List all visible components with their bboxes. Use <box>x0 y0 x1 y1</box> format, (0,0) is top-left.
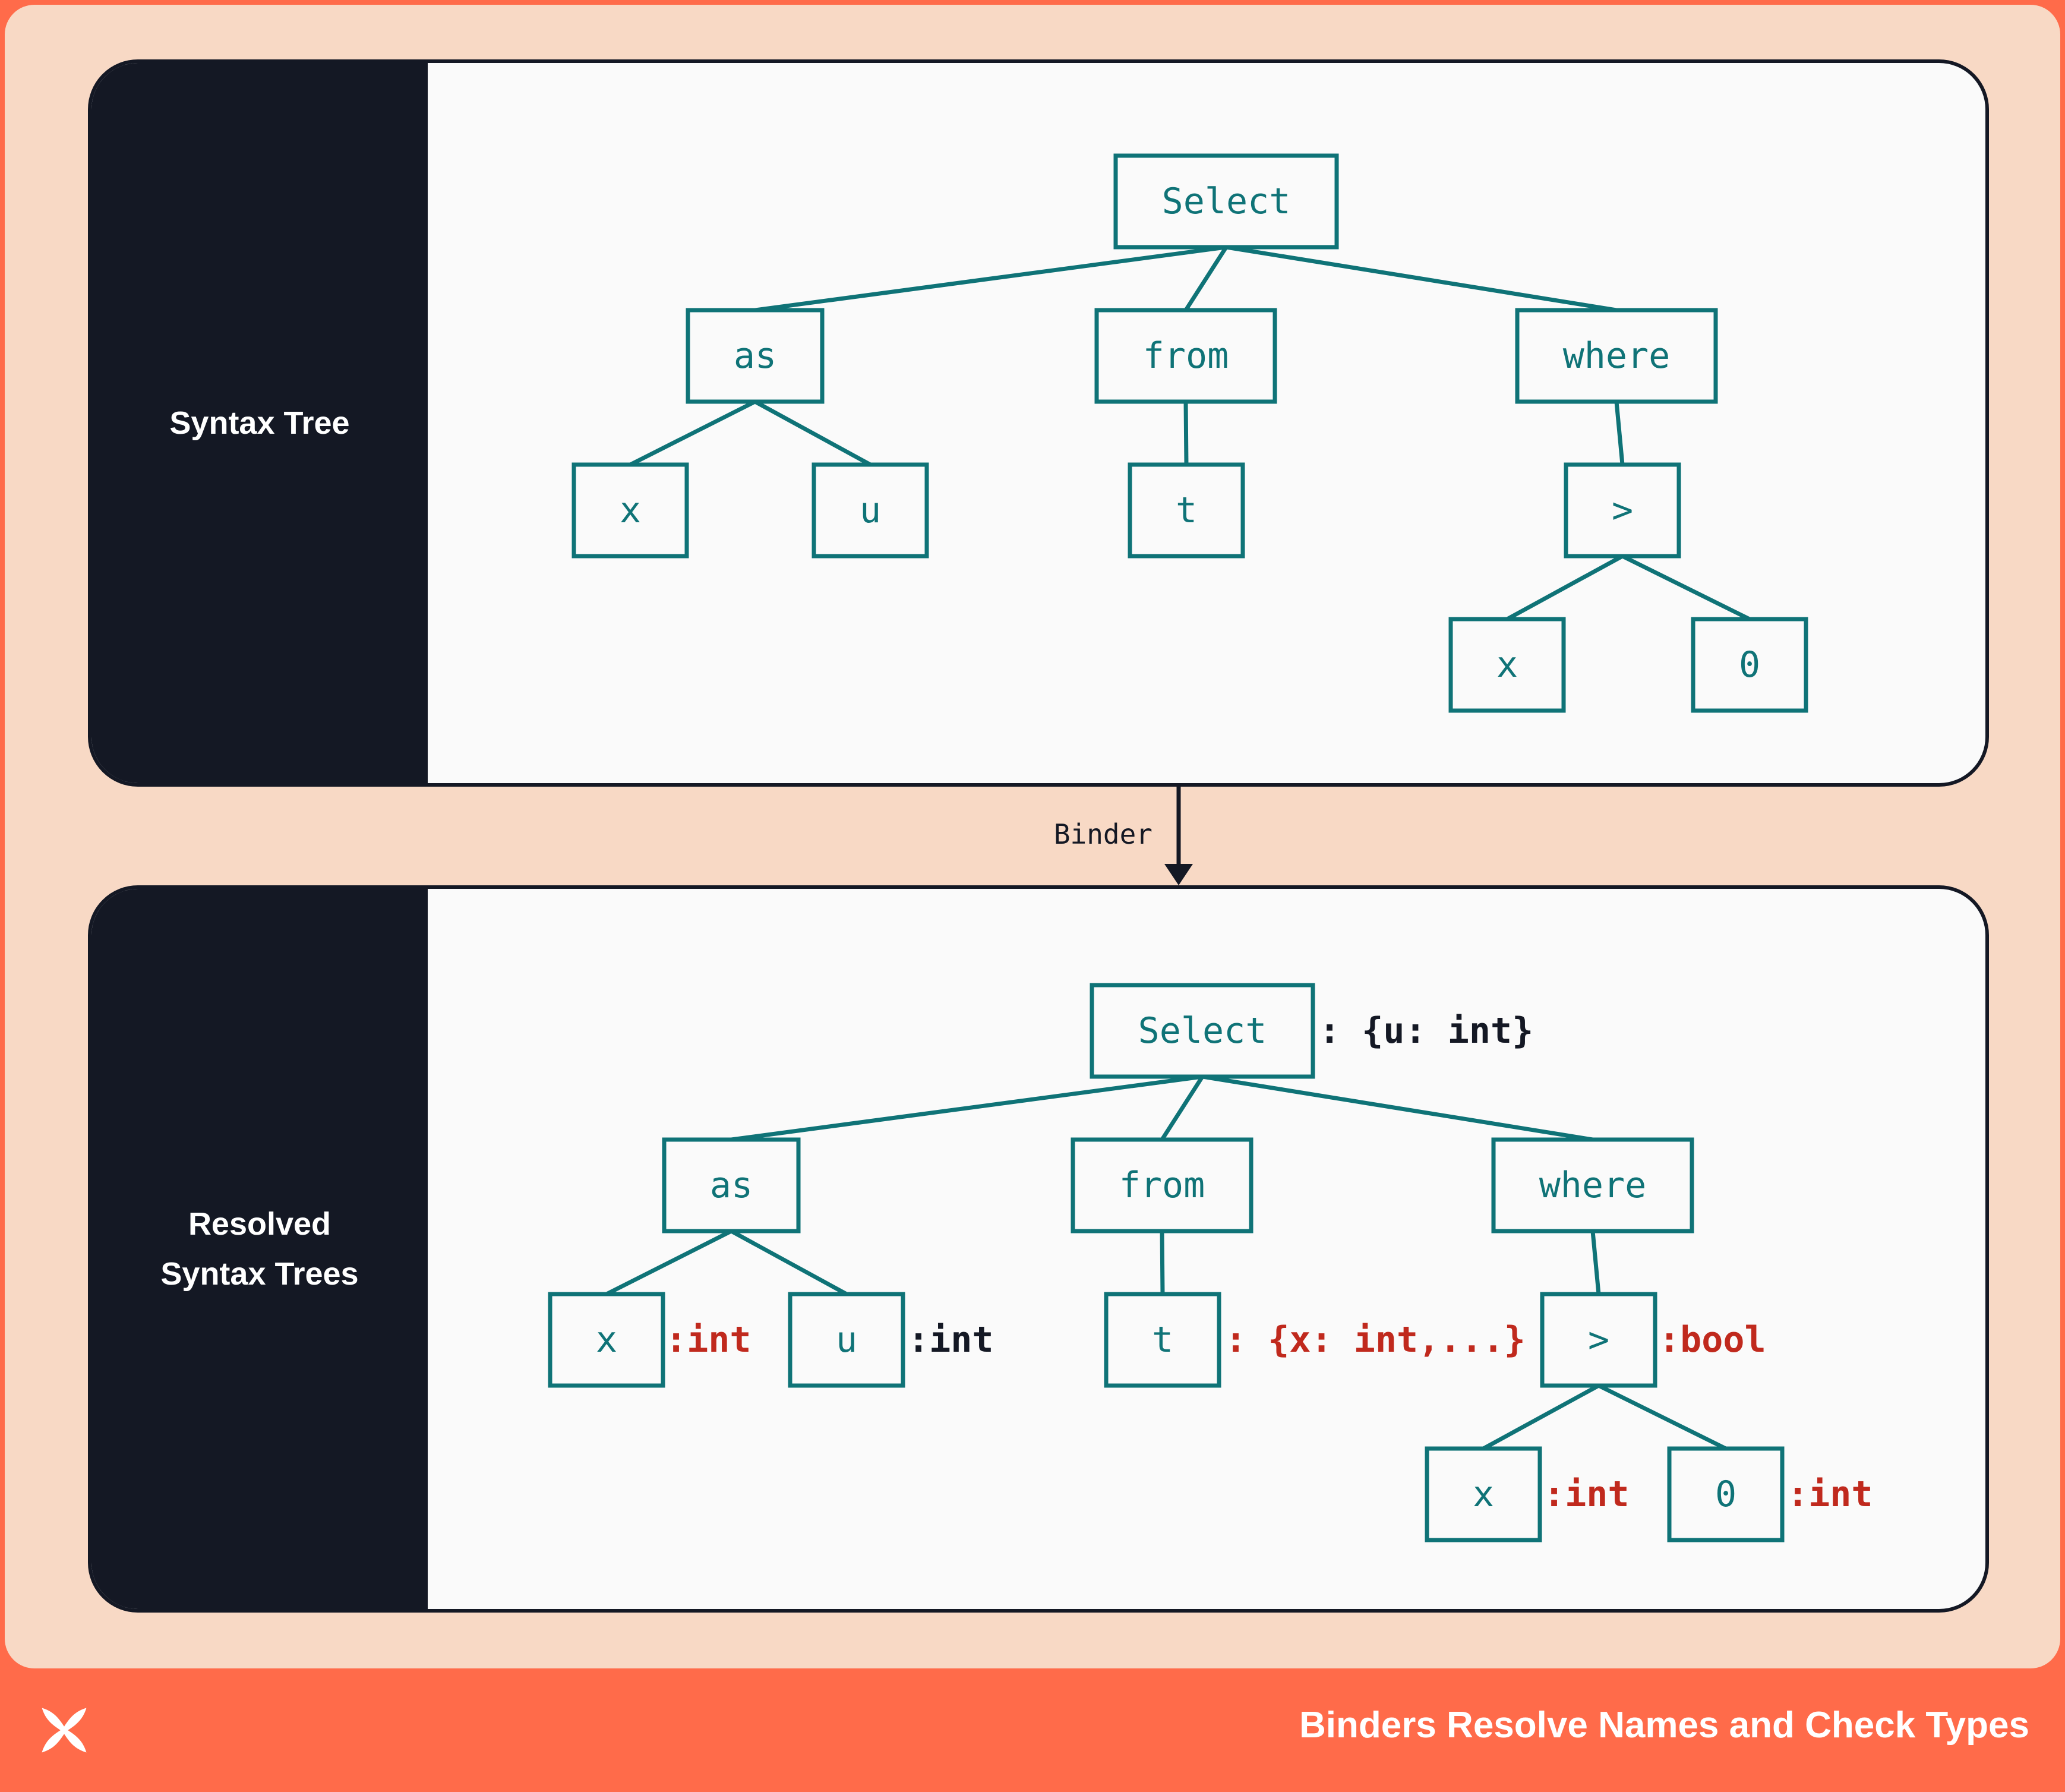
resolved-tree-node-zero: 0 <box>1667 1446 1785 1542</box>
resolved-tree-node-label-as: as <box>710 1165 753 1206</box>
syntax-tree-node-label-t: t <box>1176 490 1197 531</box>
binder-arrow-head <box>1164 864 1193 885</box>
resolved-tree-node-label-u: u <box>836 1319 857 1361</box>
resolved-tree-node-label-zero: 0 <box>1715 1474 1736 1515</box>
syntax-tree-label: Syntax Tree <box>169 405 350 441</box>
resolved-tree-node-x: x <box>548 1292 665 1388</box>
resolved-tree-node-box-x <box>548 1292 665 1388</box>
syntax-tree-edge-as-x <box>629 399 756 467</box>
resolved-tree-type-annotation-t: : {x: int,...} <box>1225 1319 1526 1361</box>
syntax-tree-node-t: t <box>1128 462 1245 559</box>
resolved-tree-type-annotation-u: :int <box>908 1319 994 1361</box>
syntax-tree-node-box-zero <box>1691 617 1808 713</box>
resolved-tree-node-box-t <box>1104 1292 1221 1388</box>
resolved-tree-node-gt: > <box>1540 1292 1657 1388</box>
syntax-tree-node-box-x <box>571 462 689 559</box>
resolved-tree-node-where: where <box>1491 1137 1694 1233</box>
resolved-tree-node-box-u <box>788 1292 905 1388</box>
syntax-tree-node-box-as <box>686 308 825 404</box>
resolved-tree-node-label-x: x <box>596 1319 617 1361</box>
syntax-tree-edge-select-as <box>754 245 1227 313</box>
syntax-tree-edge-select-where <box>1226 245 1617 313</box>
syntax-tree-node-zero: 0 <box>1691 617 1808 713</box>
syntax-tree-node-label-x: x <box>620 490 641 531</box>
syntax-tree-node-where: where <box>1515 308 1718 404</box>
resolved-tree-node-box-zero <box>1667 1446 1785 1542</box>
syntax-tree-edge-where-gt <box>1614 401 1625 465</box>
resolved-tree-node-box-as <box>662 1137 801 1233</box>
syntax-tree-node-box-u <box>812 462 929 559</box>
resolved-syntax-trees-sidebar: Resolved Syntax Trees <box>91 889 428 1609</box>
syntax-tree-node-x: x <box>571 462 689 559</box>
resolved-tree-node-from: from <box>1071 1137 1253 1233</box>
syntax-tree-node-box-select <box>1113 153 1339 250</box>
resolved-tree-edge-select-from <box>1160 1075 1204 1141</box>
resolved-tree-node-label-where: where <box>1539 1165 1647 1206</box>
resolved-tree-node-label-gt: > <box>1588 1319 1609 1361</box>
resolved-tree-node-box-x2 <box>1425 1446 1542 1542</box>
syntax-tree-node-as: as <box>686 308 825 404</box>
syntax-tree-node-label-as: as <box>734 335 776 377</box>
resolved-tree-node-box-from <box>1071 1137 1253 1233</box>
syntax-tree-node-x2: x <box>1448 617 1566 713</box>
resolved-tree-node-label-x2: x <box>1473 1474 1494 1515</box>
diagram-frame: Syntax Tree Select as from where x u t > x 0 Bind… <box>5 5 2060 1668</box>
syntax-tree-node-box-t <box>1128 462 1245 559</box>
syntax-tree-node-label-where: where <box>1563 335 1671 377</box>
syntax-tree-sidebar: Syntax Tree <box>91 63 428 783</box>
syntax-tree-node-label-zero: 0 <box>1739 644 1760 686</box>
syntax-tree-node-label-x2: x <box>1496 644 1518 686</box>
resolved-tree-type-annotation-x: :int <box>665 1319 752 1361</box>
resolved-tree-node-box-select <box>1090 983 1315 1079</box>
footer-title: Binders Resolve Names and Check Types <box>1299 1705 2029 1746</box>
resolved-tree-edge-select-where <box>1202 1074 1593 1142</box>
binder-label: Binder <box>1054 818 1153 850</box>
syntax-tree-node-box-from <box>1094 308 1277 404</box>
resolved-tree-type-annotation-x2: :int <box>1543 1474 1630 1515</box>
syntax-tree-node-select: Select <box>1113 153 1339 250</box>
syntax-tree-edge-gt-x2 <box>1506 554 1624 621</box>
resolved-syntax-tree-diagram: Select as from where x u t > x 0 : {u: int} :int :in… <box>548 983 1873 1542</box>
resolved-tree-edge-as-u <box>730 1229 848 1296</box>
syntax-tree-node-u: u <box>812 462 929 559</box>
syntax-tree-diagram: Select as from where x u t > x 0 <box>571 153 1808 713</box>
resolved-tree-node-label-select: Select <box>1138 1010 1267 1052</box>
syntax-tree-edge-as-u <box>754 399 872 467</box>
resolved-syntax-trees-label: Resolved Syntax Trees <box>160 1206 359 1292</box>
resolved-tree-node-box-gt <box>1540 1292 1657 1388</box>
resolved-tree-edge-from-t <box>1160 1231 1165 1295</box>
syntax-tree-node-label-select: Select <box>1162 181 1291 222</box>
syntax-tree-node-label-gt: > <box>1612 490 1633 531</box>
resolved-tree-node-box-where <box>1491 1137 1694 1233</box>
resolved-tree-node-x2: x <box>1425 1446 1542 1542</box>
resolved-tree-node-label-t: t <box>1152 1319 1173 1361</box>
resolved-tree-edge-gt-x2 <box>1482 1383 1600 1451</box>
resolved-tree-node-as: as <box>662 1137 801 1233</box>
syntax-tree-node-box-gt <box>1564 462 1681 559</box>
resolved-syntax-trees-panel: Resolved Syntax Trees Select as from where x… <box>88 885 1989 1613</box>
x-logo-icon <box>42 1708 87 1753</box>
resolved-tree-type-annotation-select: : {u: int} <box>1319 1010 1533 1052</box>
resolved-tree-type-annotation-gt: :bool <box>1659 1319 1766 1361</box>
syntax-tree-panel: Syntax Tree Select as from where x u t > x 0 <box>88 59 1989 787</box>
syntax-tree-edge-select-from <box>1184 246 1228 311</box>
resolved-tree-node-label-from: from <box>1119 1165 1205 1206</box>
syntax-tree-edge-gt-zero <box>1621 554 1751 621</box>
resolved-tree-edge-where-gt <box>1590 1231 1601 1295</box>
resolved-tree-node-select: Select <box>1090 983 1315 1079</box>
syntax-tree-node-label-u: u <box>860 490 881 531</box>
resolved-tree-edge-select-as <box>731 1074 1203 1142</box>
resolved-tree-type-annotation-zero: :int <box>1787 1474 1873 1515</box>
resolved-tree-node-u: u <box>788 1292 905 1388</box>
syntax-tree-node-gt: > <box>1564 462 1681 559</box>
resolved-tree-edge-gt-zero <box>1597 1383 1727 1451</box>
syntax-tree-node-box-where <box>1515 308 1718 404</box>
resolved-tree-node-t: t <box>1104 1292 1221 1388</box>
syntax-tree-node-box-x2 <box>1448 617 1566 713</box>
resolved-tree-edge-as-x <box>605 1229 732 1296</box>
syntax-tree-node-from: from <box>1094 308 1277 404</box>
syntax-tree-node-label-from: from <box>1143 335 1229 377</box>
